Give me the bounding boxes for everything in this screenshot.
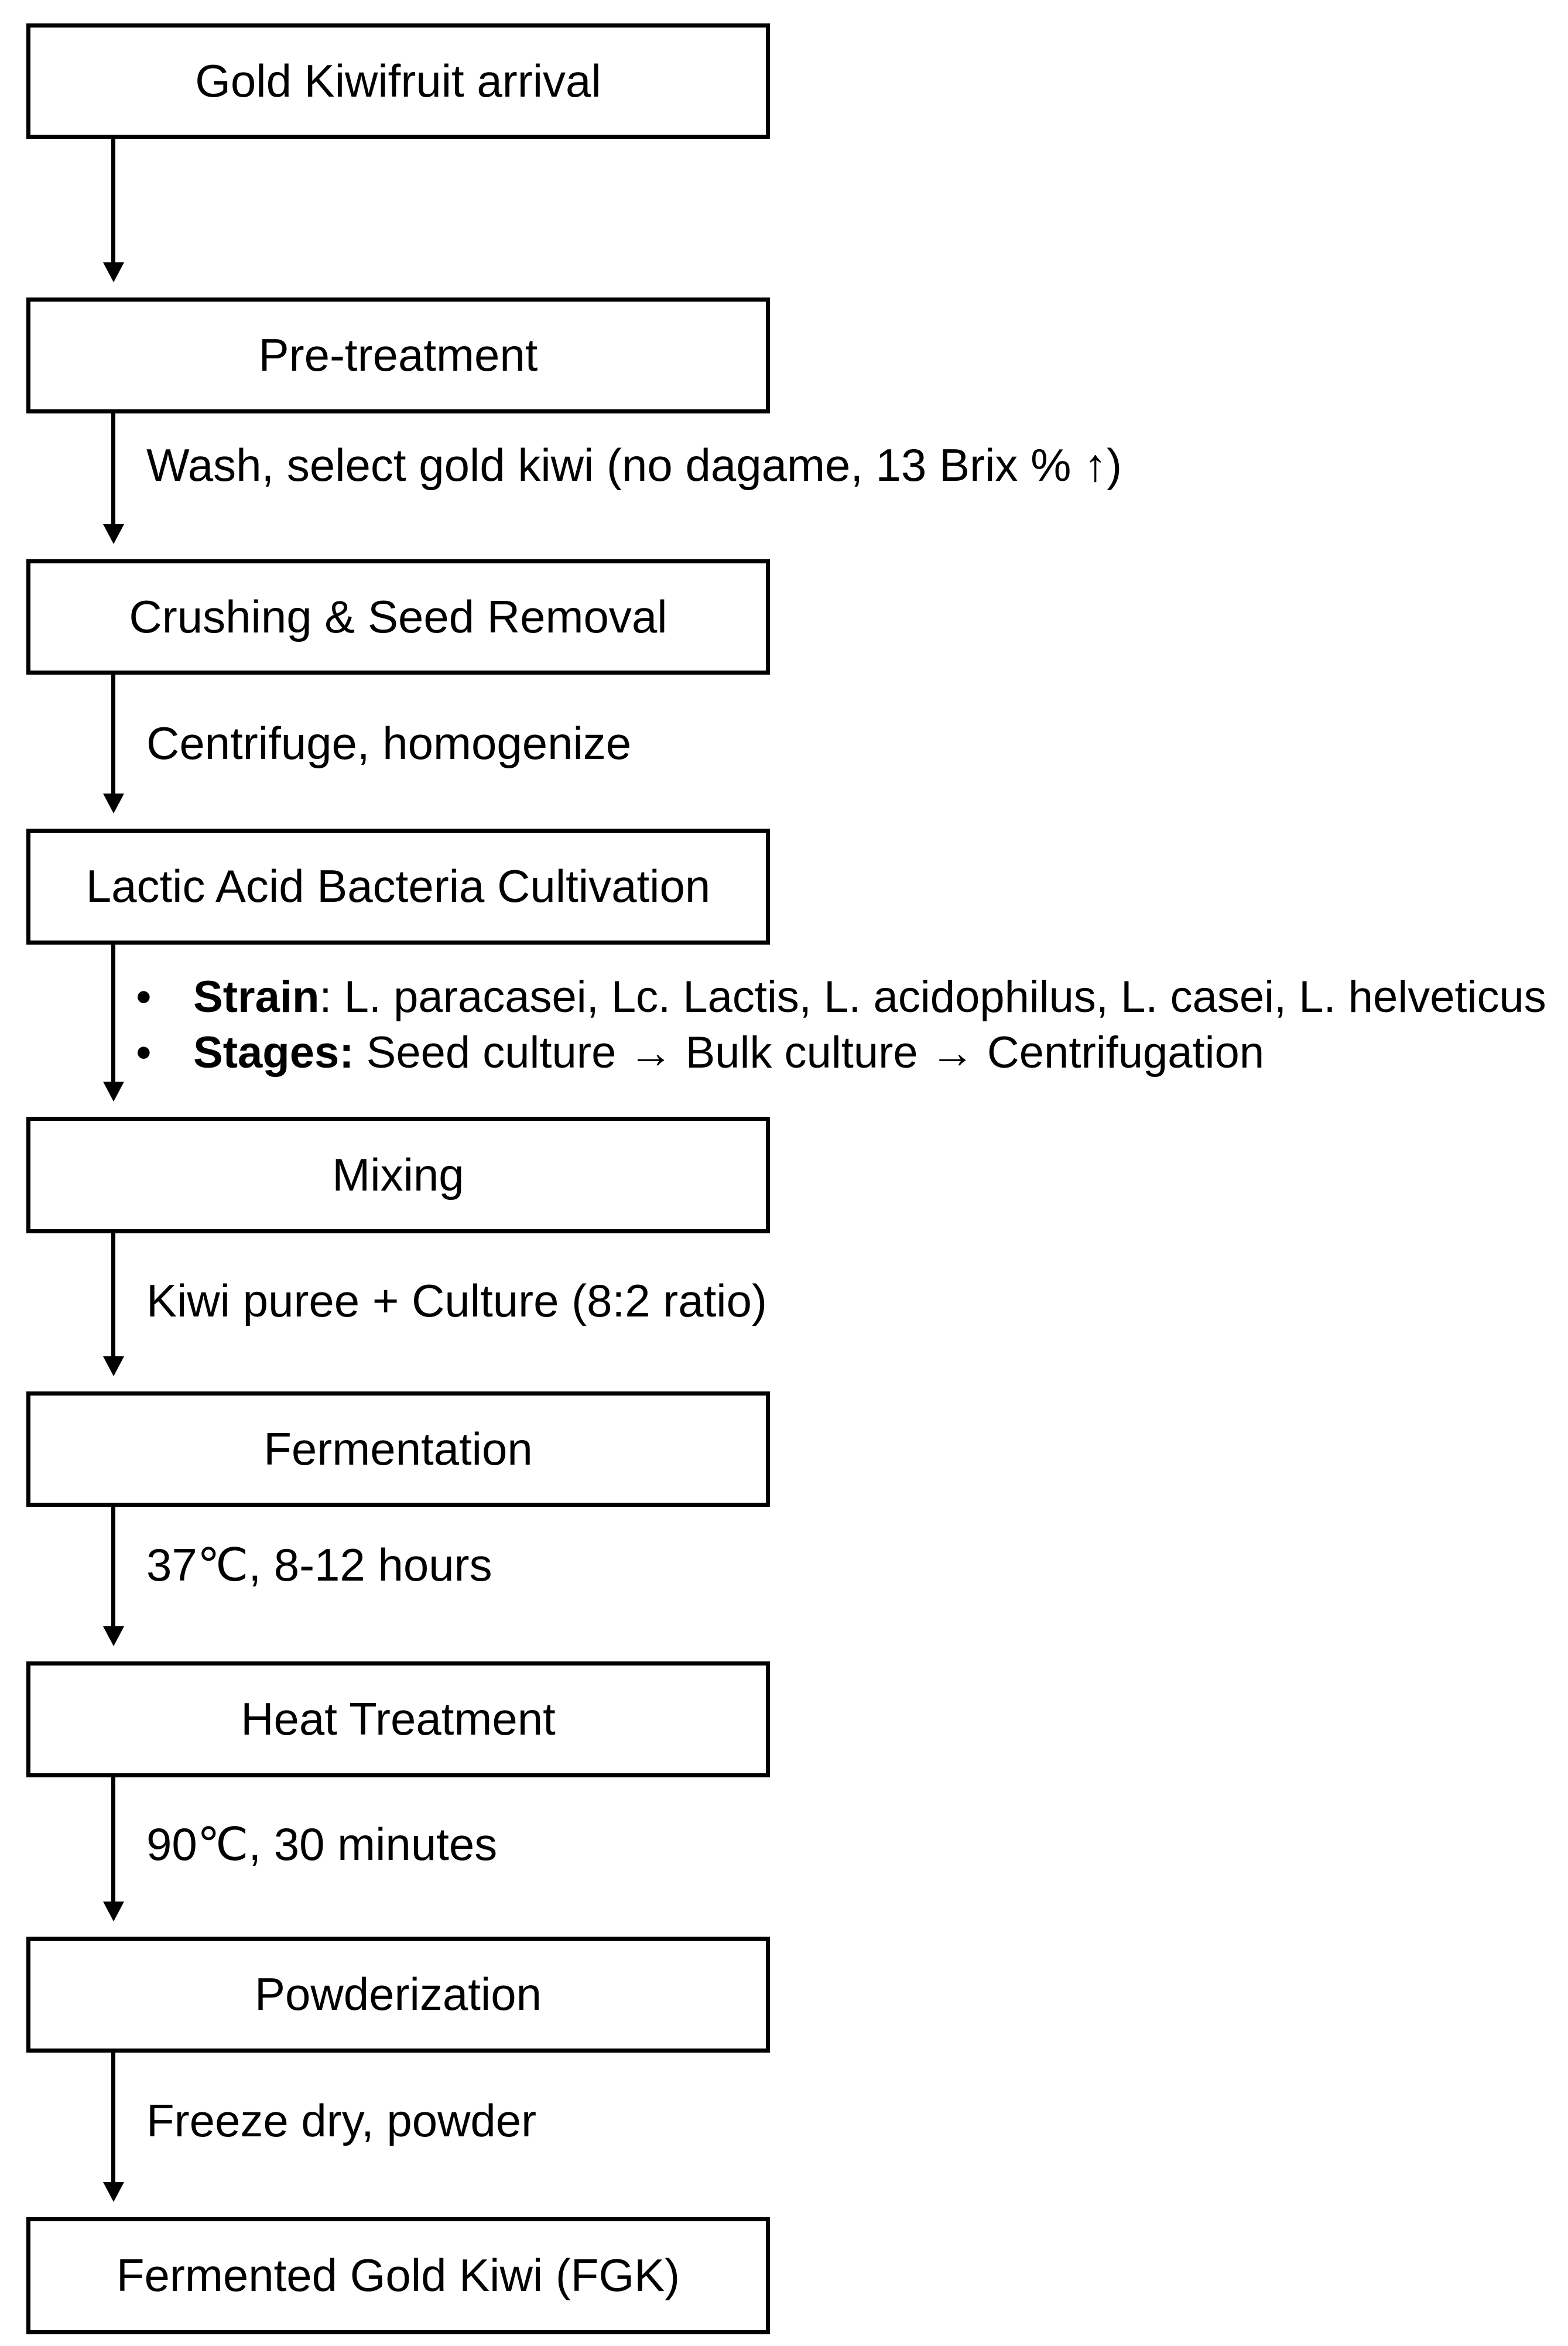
edge-label-kiwi-culture: Kiwi puree + Culture (8:2 ratio) — [146, 1275, 767, 1326]
step-box-pre-treatment: Pre-treatment — [26, 297, 770, 413]
step-box-fermented-gold-kiwi: Fermented Gold Kiwi (FGK) — [26, 2217, 770, 2334]
flow-arrow-head-2 — [103, 524, 124, 544]
flow-arrow-stem-8 — [111, 2053, 115, 2184]
flow-arrow-head-4 — [103, 1082, 124, 1102]
step-box-lactic-acid-bacteria-cultivation: Lactic Acid Bacteria Cultivation — [26, 829, 770, 945]
step-label-crushing-seed-removal: Crushing & Seed Removal — [129, 590, 667, 642]
flow-arrow-stem-5 — [111, 1233, 115, 1359]
bullet-stages-rest: Seed culture → Bulk culture → Centrifuga… — [354, 1028, 1265, 1078]
step-box-fermentation: Fermentation — [26, 1391, 770, 1507]
bullet-strain-rest: : L. paracasei, Lc. Lactis, L. acidophil… — [319, 972, 1546, 1022]
step-label-gold-kiwifruit-arrival: Gold Kiwifruit arrival — [195, 54, 601, 107]
bullet-stages: • Stages: Seed culture → Bulk culture → … — [136, 1025, 1546, 1080]
step-box-mixing: Mixing — [26, 1117, 770, 1233]
flow-arrow-stem-7 — [111, 1777, 115, 1904]
step-label-powderization: Powderization — [255, 1968, 542, 2020]
bullet-dot: • — [136, 1028, 152, 1078]
flow-arrow-stem-3 — [111, 675, 115, 796]
flow-arrow-head-8 — [103, 2182, 124, 2202]
step-label-fermentation: Fermentation — [263, 1422, 533, 1475]
step-label-lactic-acid-bacteria-cultivation: Lactic Acid Bacteria Cultivation — [85, 860, 711, 912]
edge-label-heat-conditions: 90℃, 30 minutes — [146, 1818, 498, 1870]
flow-arrow-stem-2 — [111, 413, 115, 526]
step-box-crushing-seed-removal: Crushing & Seed Removal — [26, 559, 770, 675]
flow-arrow-stem-1 — [111, 139, 115, 265]
flow-arrow-head-7 — [103, 1902, 124, 1921]
edge-label-fermentation-conditions: 37℃, 8-12 hours — [146, 1539, 492, 1591]
bullet-stages-lead: Stages: — [193, 1028, 354, 1078]
step-box-heat-treatment: Heat Treatment — [26, 1661, 770, 1777]
step-label-fermented-gold-kiwi: Fermented Gold Kiwi (FGK) — [116, 2249, 680, 2301]
step-label-pre-treatment: Pre-treatment — [258, 329, 538, 381]
lab-bullet-list: • Strain: L. paracasei, Lc. Lactis, L. a… — [136, 969, 1546, 1080]
step-label-mixing: Mixing — [332, 1148, 464, 1201]
edge-label-wash-select: Wash, select gold kiwi (no dagame, 13 Br… — [146, 439, 1122, 491]
bullet-strain-lead: Strain — [193, 972, 320, 1022]
flow-arrow-head-5 — [103, 1356, 124, 1376]
flow-arrow-head-6 — [103, 1626, 124, 1646]
step-box-powderization: Powderization — [26, 1937, 770, 2053]
bullet-strain: • Strain: L. paracasei, Lc. Lactis, L. a… — [136, 969, 1546, 1025]
flow-arrow-stem-6 — [111, 1507, 115, 1629]
bullet-strain-text: Strain: L. paracasei, Lc. Lactis, L. aci… — [193, 969, 1546, 1025]
step-label-heat-treatment: Heat Treatment — [241, 1693, 556, 1745]
step-box-gold-kiwifruit-arrival: Gold Kiwifruit arrival — [26, 23, 770, 139]
flow-arrow-head-3 — [103, 794, 124, 813]
edge-label-freeze-dry: Freeze dry, powder — [146, 2095, 537, 2146]
edge-label-centrifuge: Centrifuge, homogenize — [146, 717, 632, 769]
bullet-dot: • — [136, 972, 152, 1022]
flow-arrow-head-1 — [103, 262, 124, 282]
bullet-stages-text: Stages: Seed culture → Bulk culture → Ce… — [193, 1025, 1264, 1080]
flow-arrow-stem-4 — [111, 945, 115, 1084]
